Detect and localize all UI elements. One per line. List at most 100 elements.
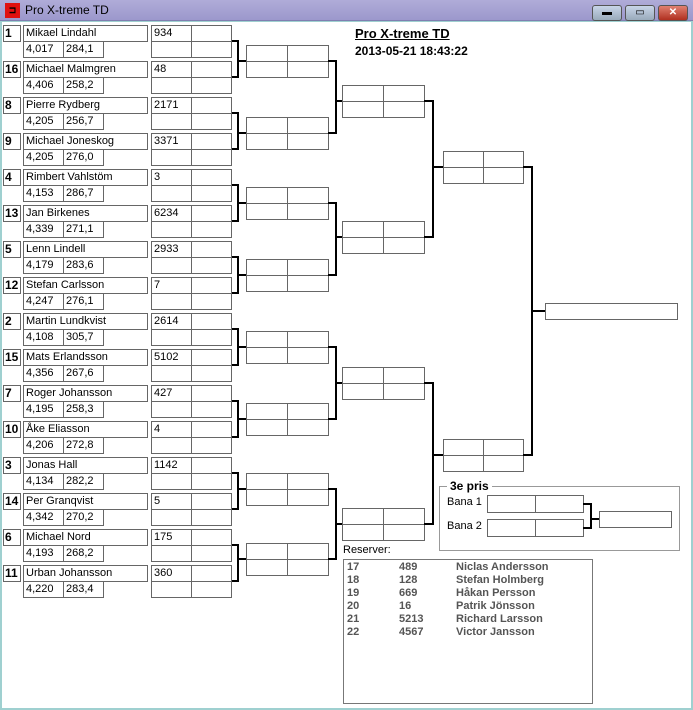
round3-match-cell[interactable] <box>383 524 425 541</box>
score-cell[interactable] <box>191 25 232 42</box>
round3-match-cell[interactable] <box>342 383 384 400</box>
round2-match-cell[interactable] <box>287 489 329 506</box>
score-cell[interactable] <box>191 77 232 94</box>
player-number[interactable]: 4 <box>151 421 192 438</box>
round3-match-cell[interactable] <box>383 221 425 238</box>
score-cell[interactable] <box>191 493 232 510</box>
score-cell[interactable] <box>191 185 232 202</box>
semifinal-match-cell[interactable] <box>483 439 524 456</box>
player-number[interactable]: 7 <box>151 277 192 294</box>
round3-match-cell[interactable] <box>342 221 384 238</box>
score-cell[interactable] <box>151 509 192 526</box>
semifinal-match-cell[interactable] <box>483 455 524 472</box>
score-cell[interactable] <box>191 565 232 582</box>
round3-match-cell[interactable] <box>342 524 384 541</box>
round2-match-cell[interactable] <box>246 275 288 292</box>
semifinal-match-cell[interactable] <box>483 151 524 168</box>
score-cell[interactable] <box>191 421 232 438</box>
score-cell[interactable] <box>191 293 232 310</box>
round3-match-cell[interactable] <box>342 101 384 118</box>
player-number[interactable]: 48 <box>151 61 192 78</box>
round2-match-cell[interactable] <box>246 259 288 276</box>
score-cell[interactable] <box>151 401 192 418</box>
round3-match-cell[interactable] <box>383 383 425 400</box>
close-button[interactable]: ✕ <box>658 5 688 21</box>
round2-match-cell[interactable] <box>246 45 288 62</box>
score-cell[interactable] <box>151 77 192 94</box>
round2-match-cell[interactable] <box>287 45 329 62</box>
score-cell[interactable] <box>191 277 232 294</box>
round2-match-cell[interactable] <box>246 559 288 576</box>
score-cell[interactable] <box>191 457 232 474</box>
round2-match-cell[interactable] <box>246 419 288 436</box>
round3-match-cell[interactable] <box>342 508 384 525</box>
round2-match-cell[interactable] <box>287 275 329 292</box>
round3-match-cell[interactable] <box>383 508 425 525</box>
score-cell[interactable] <box>191 113 232 130</box>
player-number[interactable]: 6234 <box>151 205 192 222</box>
round2-match-cell[interactable] <box>287 473 329 490</box>
score-cell[interactable] <box>151 437 192 454</box>
round2-match-cell[interactable] <box>287 559 329 576</box>
score-cell[interactable] <box>191 41 232 58</box>
score-cell[interactable] <box>191 221 232 238</box>
semifinal-match-cell[interactable] <box>483 167 524 184</box>
score-cell[interactable] <box>151 293 192 310</box>
semifinal-match-cell[interactable] <box>443 439 484 456</box>
score-cell[interactable] <box>191 329 232 346</box>
score-cell[interactable] <box>191 97 232 114</box>
round2-match-cell[interactable] <box>246 61 288 78</box>
score-cell[interactable] <box>151 365 192 382</box>
round2-match-cell[interactable] <box>287 187 329 204</box>
score-cell[interactable] <box>191 385 232 402</box>
score-cell[interactable] <box>191 437 232 454</box>
score-cell[interactable] <box>151 149 192 166</box>
round3-match-cell[interactable] <box>383 85 425 102</box>
score-cell[interactable] <box>191 545 232 562</box>
score-cell[interactable] <box>191 149 232 166</box>
round3-match-cell[interactable] <box>342 85 384 102</box>
minimize-button[interactable]: ▬ <box>592 5 622 21</box>
round2-match-cell[interactable] <box>287 331 329 348</box>
score-cell[interactable] <box>191 241 232 258</box>
round2-match-cell[interactable] <box>287 61 329 78</box>
round3-match-cell[interactable] <box>342 367 384 384</box>
player-number[interactable]: 2171 <box>151 97 192 114</box>
round2-match-cell[interactable] <box>246 187 288 204</box>
player-number[interactable]: 2614 <box>151 313 192 330</box>
score-cell[interactable] <box>151 221 192 238</box>
score-cell[interactable] <box>191 133 232 150</box>
round2-match-cell[interactable] <box>287 347 329 364</box>
round2-match-cell[interactable] <box>246 331 288 348</box>
round3-match-cell[interactable] <box>383 237 425 254</box>
player-number[interactable]: 3371 <box>151 133 192 150</box>
score-cell[interactable] <box>151 185 192 202</box>
player-number[interactable]: 360 <box>151 565 192 582</box>
score-cell[interactable] <box>191 581 232 598</box>
round2-match-cell[interactable] <box>246 117 288 134</box>
round2-match-cell[interactable] <box>246 203 288 220</box>
score-cell[interactable] <box>191 205 232 222</box>
round3-match-cell[interactable] <box>342 237 384 254</box>
round2-match-cell[interactable] <box>246 473 288 490</box>
round3-match-cell[interactable] <box>383 101 425 118</box>
player-number[interactable]: 5102 <box>151 349 192 366</box>
round2-match-cell[interactable] <box>287 117 329 134</box>
score-cell[interactable] <box>151 473 192 490</box>
round2-match-cell[interactable] <box>287 259 329 276</box>
final-winner-box[interactable] <box>545 303 678 320</box>
maximize-button[interactable]: ▭ <box>625 5 655 21</box>
score-cell[interactable] <box>191 257 232 274</box>
score-cell[interactable] <box>191 169 232 186</box>
score-cell[interactable] <box>191 509 232 526</box>
score-cell[interactable] <box>191 61 232 78</box>
player-number[interactable]: 2933 <box>151 241 192 258</box>
score-cell[interactable] <box>191 401 232 418</box>
score-cell[interactable] <box>191 313 232 330</box>
round2-match-cell[interactable] <box>287 133 329 150</box>
